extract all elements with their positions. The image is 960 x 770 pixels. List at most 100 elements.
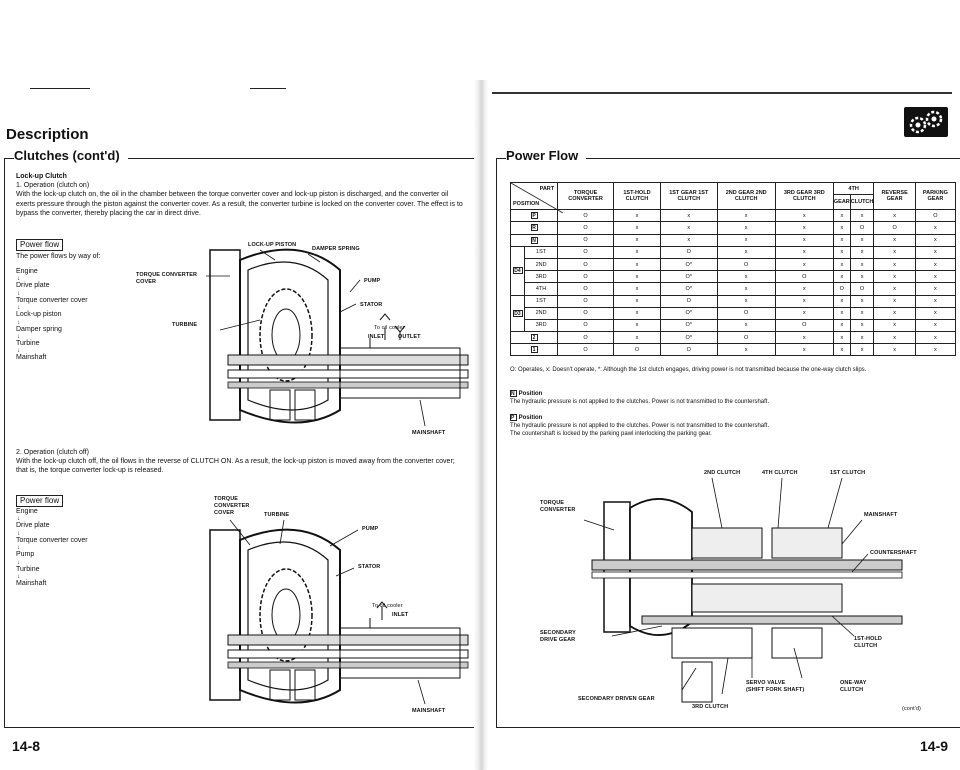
n-position-box: N: [510, 390, 517, 397]
status-cell: O: [659, 294, 718, 308]
status-cell: x: [716, 209, 776, 223]
label-1st-hold-clutch-2: CLUTCH: [854, 643, 878, 649]
label-turbine-off: TURBINE: [264, 512, 290, 518]
status-cell: O: [612, 343, 661, 357]
lockup-intro: Lock-up Clutch 1. Operation (clutch on) …: [16, 172, 468, 218]
status-cell: x: [849, 331, 875, 345]
label-tc-cover: TORQUE CONVERTER: [136, 272, 198, 278]
status-cell: O*: [659, 318, 718, 333]
sub-title: Power Flow: [506, 148, 587, 163]
status-cell: x: [873, 343, 916, 357]
page-gutter: [474, 80, 488, 770]
status-cell: x: [914, 294, 957, 308]
col-header-7: PARKING GEAR: [914, 181, 957, 211]
status-cell: O: [557, 245, 614, 259]
status-cell: O: [774, 318, 834, 333]
status-cell: O*: [659, 331, 718, 345]
status-cell: x: [873, 209, 916, 223]
lockup-on-diagram: [206, 248, 469, 427]
n-position-text: The hydraulic pressure is not applied to…: [510, 399, 770, 405]
lockup-heading: Lock-up Clutch: [16, 173, 67, 180]
status-cell: x: [849, 318, 875, 333]
position-cell: R: [509, 221, 559, 235]
status-cell: O: [832, 282, 851, 296]
right-page: Power Flow PART POSITION TORQUE CONVERTE…: [482, 0, 960, 770]
status-cell: O: [659, 245, 718, 259]
status-cell: x: [832, 270, 851, 284]
corner-part: PART: [539, 186, 555, 192]
sub-title: Clutches (cont'd): [14, 148, 128, 163]
status-cell: x: [849, 233, 875, 247]
status-cell: x: [716, 221, 776, 235]
status-cell: O: [774, 270, 834, 284]
status-cell: x: [774, 282, 834, 296]
label-secondary-drive-gear: SECONDARY: [540, 630, 576, 636]
flow-step: Engine: [16, 508, 38, 515]
status-cell: x: [612, 221, 661, 235]
status-cell: x: [716, 294, 776, 308]
label-inlet-off: INLET: [392, 612, 409, 618]
status-cell: x: [612, 318, 661, 333]
status-cell: x: [716, 233, 776, 247]
top-rule: [30, 88, 90, 89]
position-label: R: [530, 224, 538, 232]
status-cell: x: [659, 209, 718, 223]
position-cell: 2: [509, 331, 559, 345]
label-4th-clutch: 4TH CLUTCH: [762, 470, 798, 476]
status-cell: x: [716, 343, 776, 357]
status-cell: x: [873, 306, 916, 320]
section-frame: [4, 158, 478, 728]
status-cell: O*: [659, 257, 718, 272]
gear-icon: [909, 110, 943, 134]
status-cell: x: [873, 245, 916, 259]
status-cell: O: [914, 209, 957, 223]
label-tc-cover-off-2: CONVERTER: [214, 503, 250, 509]
status-cell: x: [774, 306, 834, 320]
label-stator-off: STATOR: [358, 564, 381, 570]
label-secondary-drive-gear-2: DRIVE GEAR: [540, 637, 576, 643]
status-cell: x: [832, 245, 851, 259]
status-cell: x: [849, 306, 875, 320]
label-countershaft: COUNTERSHAFT: [870, 550, 917, 556]
status-cell: O: [873, 221, 916, 235]
label-1st-clutch: 1ST CLUTCH: [830, 470, 866, 476]
status-cell: O*: [659, 306, 718, 320]
flow-step: Torque converter cover: [16, 536, 88, 544]
flow-step: Lock-up piston: [16, 311, 62, 319]
p-position-text-2: The countershaft is locked by the parkin…: [510, 431, 712, 437]
label-servo-valve: SERVO VALVE: [746, 680, 786, 686]
status-cell: x: [914, 343, 957, 357]
group-label: D3: [512, 309, 523, 317]
status-cell: O: [849, 221, 875, 235]
corner-diagonal: [511, 183, 563, 213]
status-cell: x: [914, 233, 957, 247]
status-cell: x: [832, 306, 851, 320]
status-cell: x: [914, 245, 957, 259]
status-cell: O: [849, 282, 875, 296]
flow-step: Damper spring: [16, 325, 62, 333]
status-cell: O: [716, 257, 776, 272]
status-cell: x: [914, 221, 957, 235]
status-cell: x: [832, 318, 851, 333]
status-cell: x: [716, 245, 776, 259]
flow-list-off: Engine↓Drive plate↓Torque converter cove…: [16, 508, 88, 588]
flow-list-on: Engine↓Drive plate↓Torque converter cove…: [16, 268, 88, 363]
label-mainshaft: MAINSHAFT: [864, 512, 898, 518]
status-cell: x: [914, 257, 957, 272]
col-header-6: REVERSE GEAR: [873, 181, 916, 211]
status-cell: x: [849, 343, 875, 357]
label-2nd-clutch: 2ND CLUTCH: [704, 470, 741, 476]
status-cell: x: [914, 331, 957, 345]
position-label: P: [530, 212, 538, 220]
status-cell: x: [914, 270, 957, 284]
transmission-gear-logo: [904, 107, 948, 137]
flow-arrow-icon: ↓: [17, 574, 20, 581]
flow-step: Turbine: [16, 565, 40, 573]
position-cell: 3RD: [523, 318, 559, 333]
label-secondary-driven-gear: SECONDARY DRIVEN GEAR: [578, 696, 655, 702]
